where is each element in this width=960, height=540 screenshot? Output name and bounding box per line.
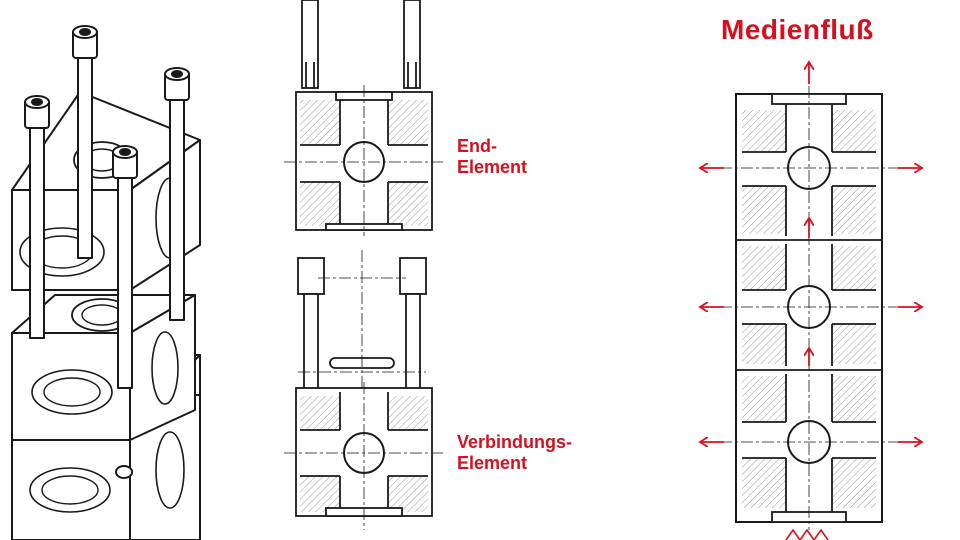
end-element-label-line1: End-	[457, 136, 497, 156]
connecting-element-label-line2: Element	[457, 452, 528, 473]
bolt-front	[112, 145, 138, 389]
assembly-block-1	[742, 104, 876, 236]
iso-bolts	[24, 25, 190, 389]
bolt-back-right	[164, 67, 190, 321]
media-flow-title: Medienfluß	[721, 14, 874, 46]
isometric-exploded-view	[11, 25, 201, 540]
assembly-block-3	[742, 374, 876, 512]
connecting-element-drawing	[284, 250, 444, 530]
bolt-back-left	[72, 25, 98, 259]
connecting-element-label-line1: Verbindungs-	[457, 432, 573, 452]
connecting-element-label: Verbindungs- Element	[457, 432, 572, 473]
media-flow-title-text: Medienfluß	[721, 14, 874, 45]
inlet-arrows	[785, 528, 829, 540]
iso-block-middle	[11, 294, 196, 441]
flow-arrows	[700, 62, 922, 540]
end-element-label-line2: Element	[457, 156, 528, 177]
media-flow-assembly	[720, 86, 898, 530]
end-element-drawing	[284, 0, 444, 236]
bolt-top-left	[24, 95, 50, 339]
end-element-label: End- Element	[457, 136, 527, 177]
section-views	[284, 0, 444, 530]
